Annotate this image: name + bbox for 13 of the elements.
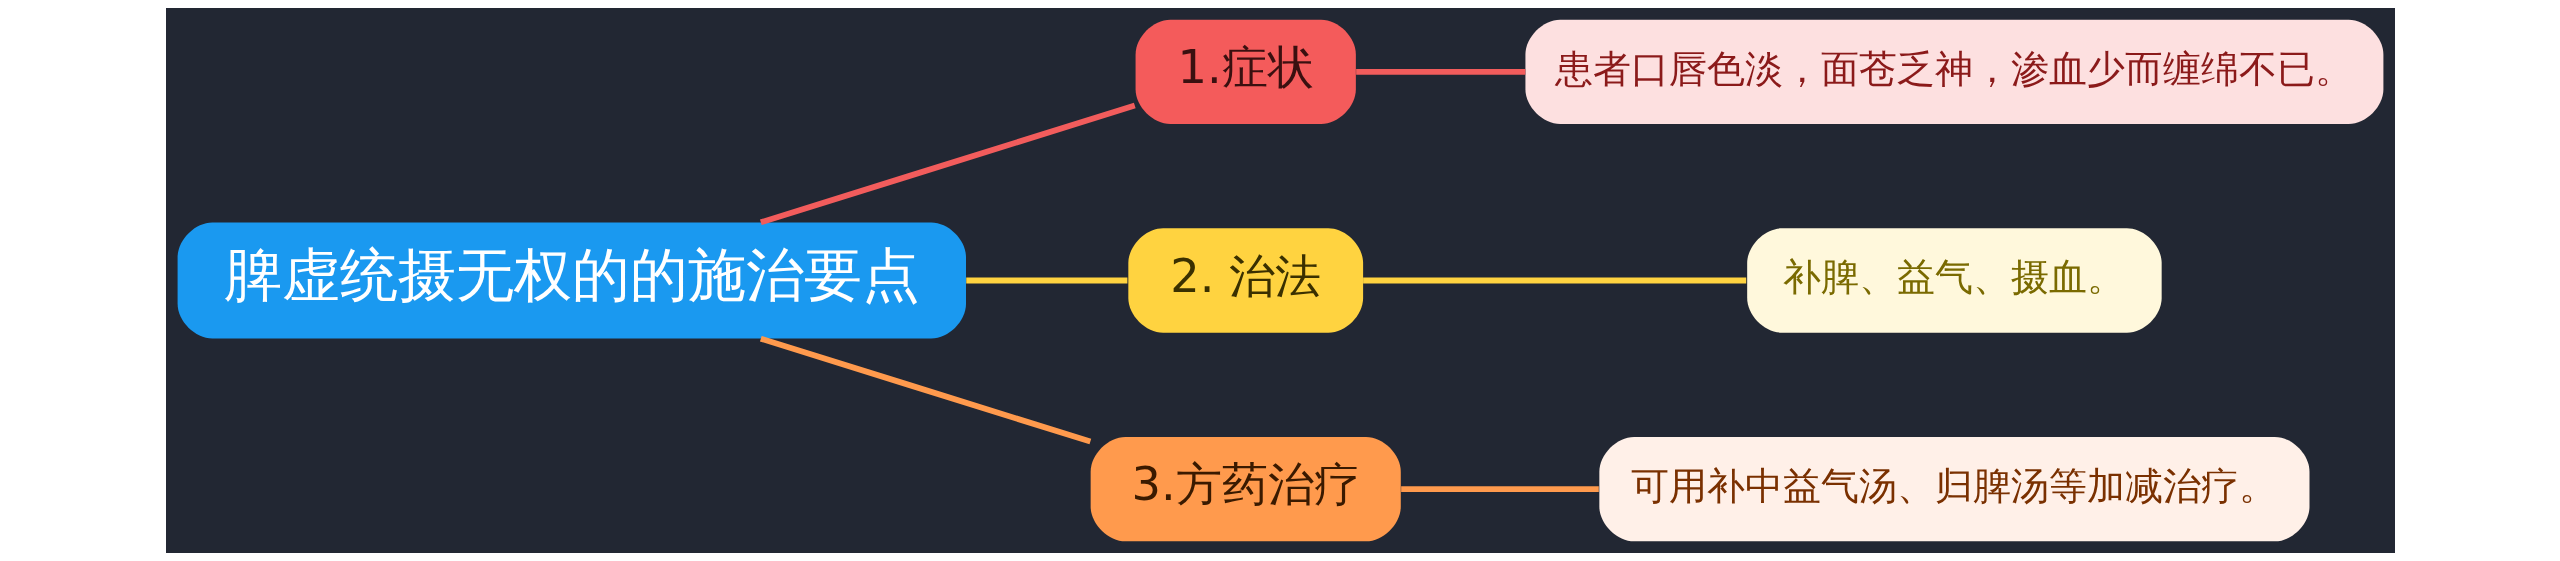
node-box: 补脾、益气、摄血。 (1746, 228, 2162, 333)
connector (1400, 486, 1599, 493)
node-box: 3.方药治疗 (1090, 437, 1401, 542)
node-box: 1.症状 (1135, 19, 1356, 124)
connector (1362, 277, 1746, 284)
node-box: 患者口唇色淡，面苍乏神，渗血少而缠绵不已。 (1524, 19, 2383, 124)
connector (1355, 68, 1525, 75)
connector (759, 335, 1091, 445)
node-box: 2. 治法 (1127, 228, 1363, 333)
connector (965, 277, 1127, 284)
node-box: 脾虚统摄无权的的施治要点 (177, 222, 966, 339)
node-box: 可用补中益气汤、归脾汤等加减治疗。 (1598, 437, 2309, 542)
connector (759, 102, 1136, 226)
